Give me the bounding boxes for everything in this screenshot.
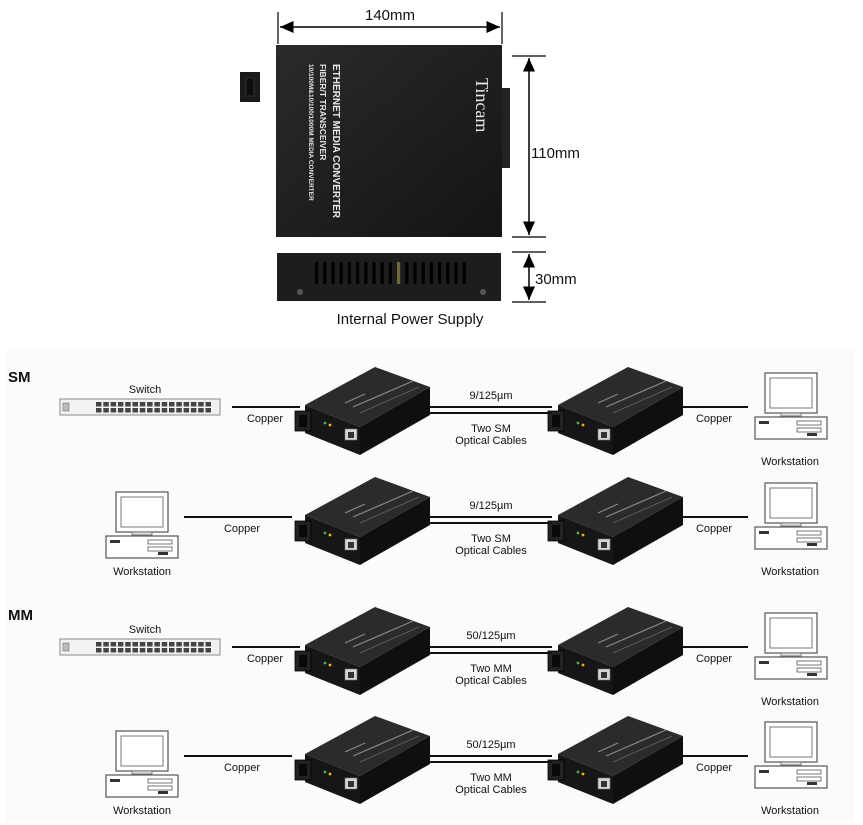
- media-converter-icon: [294, 607, 430, 695]
- left-device-label: Switch: [129, 384, 161, 396]
- workstation-icon: [754, 372, 828, 440]
- product-line-1: ETHERNET MEDIA CONVERTER: [330, 64, 341, 219]
- vent-slot: [462, 262, 466, 284]
- vent-slots: [315, 262, 466, 284]
- fiber-spec-label: 9/125µm: [469, 500, 512, 512]
- fiber-spec-label: 9/125µm: [469, 390, 512, 402]
- vent-slot: [446, 262, 450, 284]
- vent-slot: [380, 262, 384, 284]
- width-label: 140mm: [365, 7, 415, 24]
- right-cable-label: Copper: [696, 523, 732, 535]
- vent-slot: [413, 262, 417, 284]
- left-cable-label: Copper: [224, 523, 260, 535]
- vent-slot: [388, 262, 392, 284]
- media-converter-icon: [547, 367, 683, 455]
- workstation-icon: [754, 721, 828, 789]
- switch-icon: [59, 638, 221, 656]
- vent-slot: [364, 262, 368, 284]
- vent-slot: [421, 262, 425, 284]
- left-cable-label: Copper: [224, 762, 260, 774]
- product-line-3: 10/100M&10/100/1000M MEDIA CONVERTER: [307, 64, 314, 201]
- vent-slot: [397, 262, 401, 284]
- vent-slot: [331, 262, 335, 284]
- vent-slot: [339, 262, 343, 284]
- workstation-icon: [105, 730, 179, 798]
- right-cable-label: Copper: [696, 762, 732, 774]
- media-converter-icon: [294, 716, 430, 804]
- vent-slot: [405, 262, 409, 284]
- workstation-icon: [754, 612, 828, 680]
- right-device-label: Workstation: [761, 805, 819, 817]
- vent-slot: [429, 262, 433, 284]
- vent-slot: [347, 262, 351, 284]
- left-cable-label: Copper: [247, 653, 283, 665]
- vent-slot: [356, 262, 360, 284]
- left-cable-label: Copper: [247, 413, 283, 425]
- section-title: MM: [8, 607, 33, 624]
- vent-slot: [315, 262, 319, 284]
- left-device-label: Workstation: [113, 566, 171, 578]
- left-device-label: Workstation: [113, 805, 171, 817]
- media-converter-icon: [547, 477, 683, 565]
- vent-slot: [454, 262, 458, 284]
- media-converter-icon: [294, 367, 430, 455]
- fiber-spec-label: 50/125µm: [466, 630, 515, 642]
- right-device-label: Workstation: [761, 456, 819, 468]
- right-device-label: Workstation: [761, 696, 819, 708]
- power-caption: Internal Power Supply: [337, 311, 484, 328]
- device-side-print: ETHERNET MEDIA CONVERTER FIBER/T TRANSCE…: [307, 64, 341, 219]
- workstation-icon: [754, 482, 828, 550]
- workstation-icon: [105, 491, 179, 559]
- vent-slot: [323, 262, 327, 284]
- media-converter-icon: [547, 716, 683, 804]
- product-dimension-drawing: 140mm ETHERNET MEDIA CONVERTER FIBER/T T…: [240, 7, 580, 328]
- right-cable-label: Copper: [696, 413, 732, 425]
- switch-icon: [59, 398, 221, 416]
- vent-slot: [438, 262, 442, 284]
- vent-slot: [372, 262, 376, 284]
- section-title: SM: [8, 369, 31, 386]
- left-device-label: Switch: [129, 624, 161, 636]
- fiber-spec-label: 50/125µm: [466, 739, 515, 751]
- media-converter-icon: [294, 477, 430, 565]
- brand-logo: Tincam: [472, 78, 492, 132]
- height-label: 110mm: [531, 145, 580, 162]
- media-converter-icon: [547, 607, 683, 695]
- depth-label: 30mm: [535, 271, 577, 288]
- right-cable-label: Copper: [696, 653, 732, 665]
- right-device-label: Workstation: [761, 566, 819, 578]
- product-line-2: FIBER/T TRANSCEIVER: [318, 64, 328, 160]
